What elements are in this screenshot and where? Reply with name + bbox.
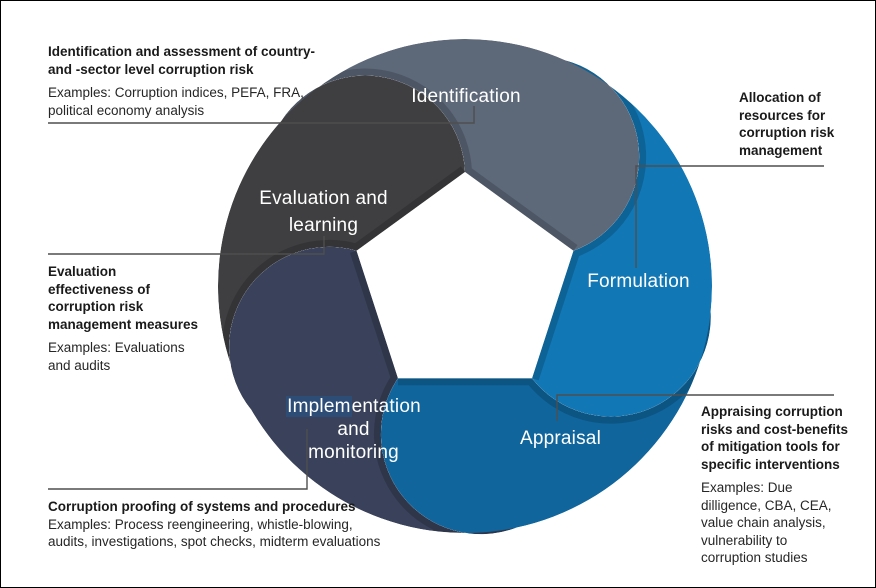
connector-evaluation bbox=[48, 236, 325, 255]
connector-identification bbox=[48, 106, 475, 124]
segment-label-evaluation-and-learning: Evaluation and learning bbox=[259, 188, 388, 236]
segment-evaluation-and-learning bbox=[217, 75, 465, 410]
segment-formulation bbox=[532, 60, 713, 417]
annotation-appraisal: Appraising corruption risks and cost-ben… bbox=[701, 404, 849, 565]
connector-appraisal bbox=[556, 394, 834, 421]
text-highlight: Implem bbox=[286, 396, 352, 417]
segment-identification bbox=[281, 38, 640, 251]
segment-label-implementation-and-monitoring: Implementation and monitoring bbox=[286, 396, 421, 463]
annotation-identification: Identification and assessment of country… bbox=[48, 44, 316, 118]
segment-label-appraisal: Appraisal bbox=[519, 428, 601, 449]
connector-formulation bbox=[635, 165, 824, 268]
annotation-implementation: Corruption proofing of systems and proce… bbox=[48, 499, 381, 549]
segment-label-identification: Identification bbox=[411, 86, 521, 107]
connector-implementation bbox=[48, 429, 308, 490]
annotation-formulation: Allocation of resources for corruption r… bbox=[739, 90, 835, 158]
annotation-evaluation: Evaluation effectiveness of corruption r… bbox=[48, 264, 199, 373]
segment-label-formulation: Formulation bbox=[587, 271, 690, 292]
segment-appraisal bbox=[380, 311, 711, 535]
segment-implementation-and-monitoring bbox=[229, 246, 517, 535]
